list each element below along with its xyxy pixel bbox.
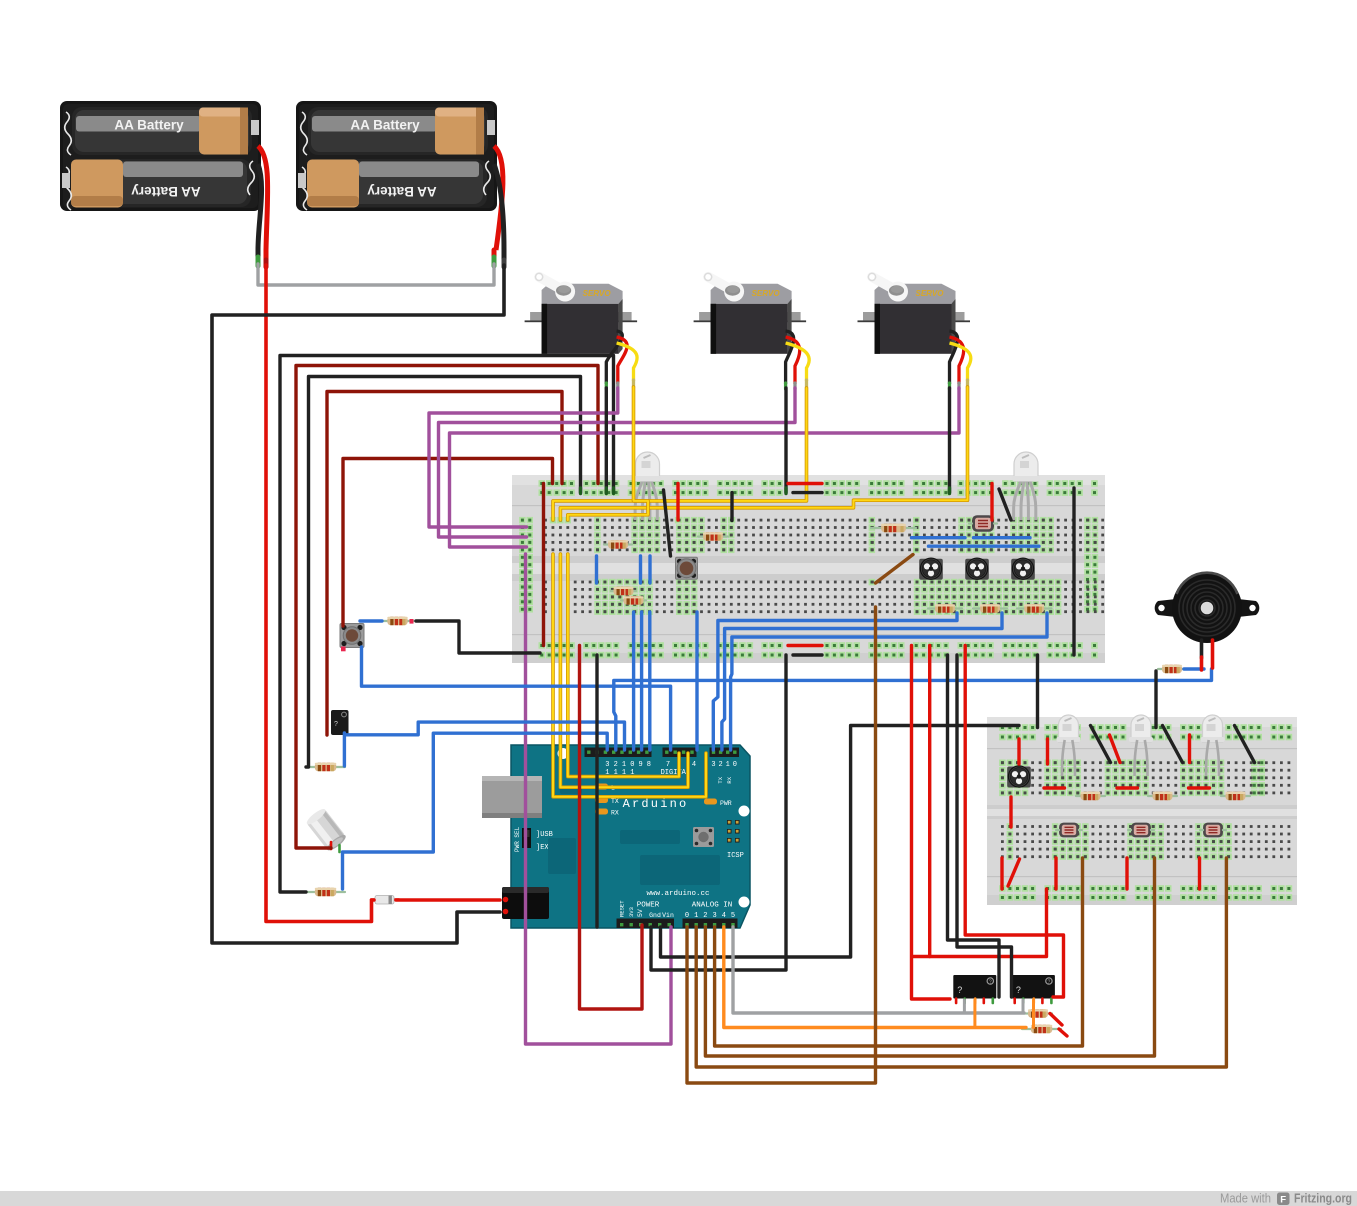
svg-text:TX: TX	[717, 776, 724, 783]
svg-text:2: 2	[718, 761, 722, 769]
svg-text:?: ?	[957, 985, 962, 995]
svg-text:PWR SEL: PWR SEL	[514, 826, 521, 852]
svg-text:Arduino: Arduino	[623, 797, 689, 811]
svg-text:Vin: Vin	[662, 912, 674, 919]
svg-text:F: F	[1280, 1195, 1286, 1206]
svg-text:?: ?	[989, 980, 992, 986]
svg-text:Made with: Made with	[1220, 1192, 1271, 1206]
svg-text:4: 4	[722, 912, 726, 920]
svg-text:PWR: PWR	[720, 800, 732, 807]
svg-text:TX: TX	[611, 798, 619, 805]
svg-text:]USB: ]USB	[536, 831, 553, 839]
svg-text:5: 5	[731, 912, 735, 920]
svg-text:?: ?	[1016, 985, 1021, 995]
svg-text:AA Battery: AA Battery	[367, 184, 437, 199]
svg-text:RX: RX	[726, 776, 733, 783]
svg-text:POWER: POWER	[637, 902, 660, 910]
svg-text:Fritzing.org: Fritzing.org	[1294, 1192, 1352, 1206]
svg-text:AA Battery: AA Battery	[114, 118, 184, 133]
svg-text:3: 3	[712, 912, 716, 920]
svg-text:1: 1	[605, 769, 609, 777]
svg-text:?: ?	[334, 721, 338, 728]
svg-text:3V3: 3V3	[628, 907, 635, 917]
svg-text:2: 2	[614, 761, 618, 769]
svg-text:1: 1	[694, 912, 698, 920]
svg-text:9: 9	[638, 761, 642, 769]
svg-text:RX: RX	[611, 810, 619, 817]
svg-text:8: 8	[647, 761, 651, 769]
svg-text:7: 7	[666, 761, 670, 769]
svg-text:AA Battery: AA Battery	[131, 184, 201, 199]
svg-text:5V: 5V	[637, 909, 644, 917]
svg-text:1: 1	[614, 769, 618, 777]
svg-text:SERVO: SERVO	[752, 289, 781, 298]
svg-text:1: 1	[726, 761, 730, 769]
svg-text:ANALOG IN: ANALOG IN	[692, 902, 733, 910]
svg-text:?: ?	[1048, 980, 1051, 986]
svg-text:ICSP: ICSP	[727, 852, 744, 860]
svg-text:2: 2	[703, 912, 707, 920]
svg-text:www.arduino.cc: www.arduino.cc	[646, 890, 709, 898]
svg-text:0: 0	[733, 761, 737, 769]
svg-text:3: 3	[711, 761, 715, 769]
svg-text:1: 1	[630, 769, 634, 777]
svg-text:Gnd: Gnd	[649, 912, 661, 919]
svg-text:SERVO: SERVO	[583, 289, 612, 298]
svg-text:4: 4	[692, 761, 696, 769]
svg-text:DIGITAL: DIGITAL	[661, 769, 690, 777]
svg-text:RESET: RESET	[619, 900, 626, 917]
svg-text:1: 1	[622, 761, 626, 769]
svg-text:0: 0	[685, 912, 689, 920]
svg-text:SERVO: SERVO	[915, 289, 944, 298]
svg-text:AA Battery: AA Battery	[350, 118, 420, 133]
svg-text:1: 1	[622, 769, 626, 777]
svg-text:0: 0	[630, 761, 634, 769]
svg-text:3: 3	[605, 761, 609, 769]
svg-text:]EXT: ]EXT	[536, 844, 553, 852]
svg-text:AREF: AREF	[586, 728, 593, 744]
